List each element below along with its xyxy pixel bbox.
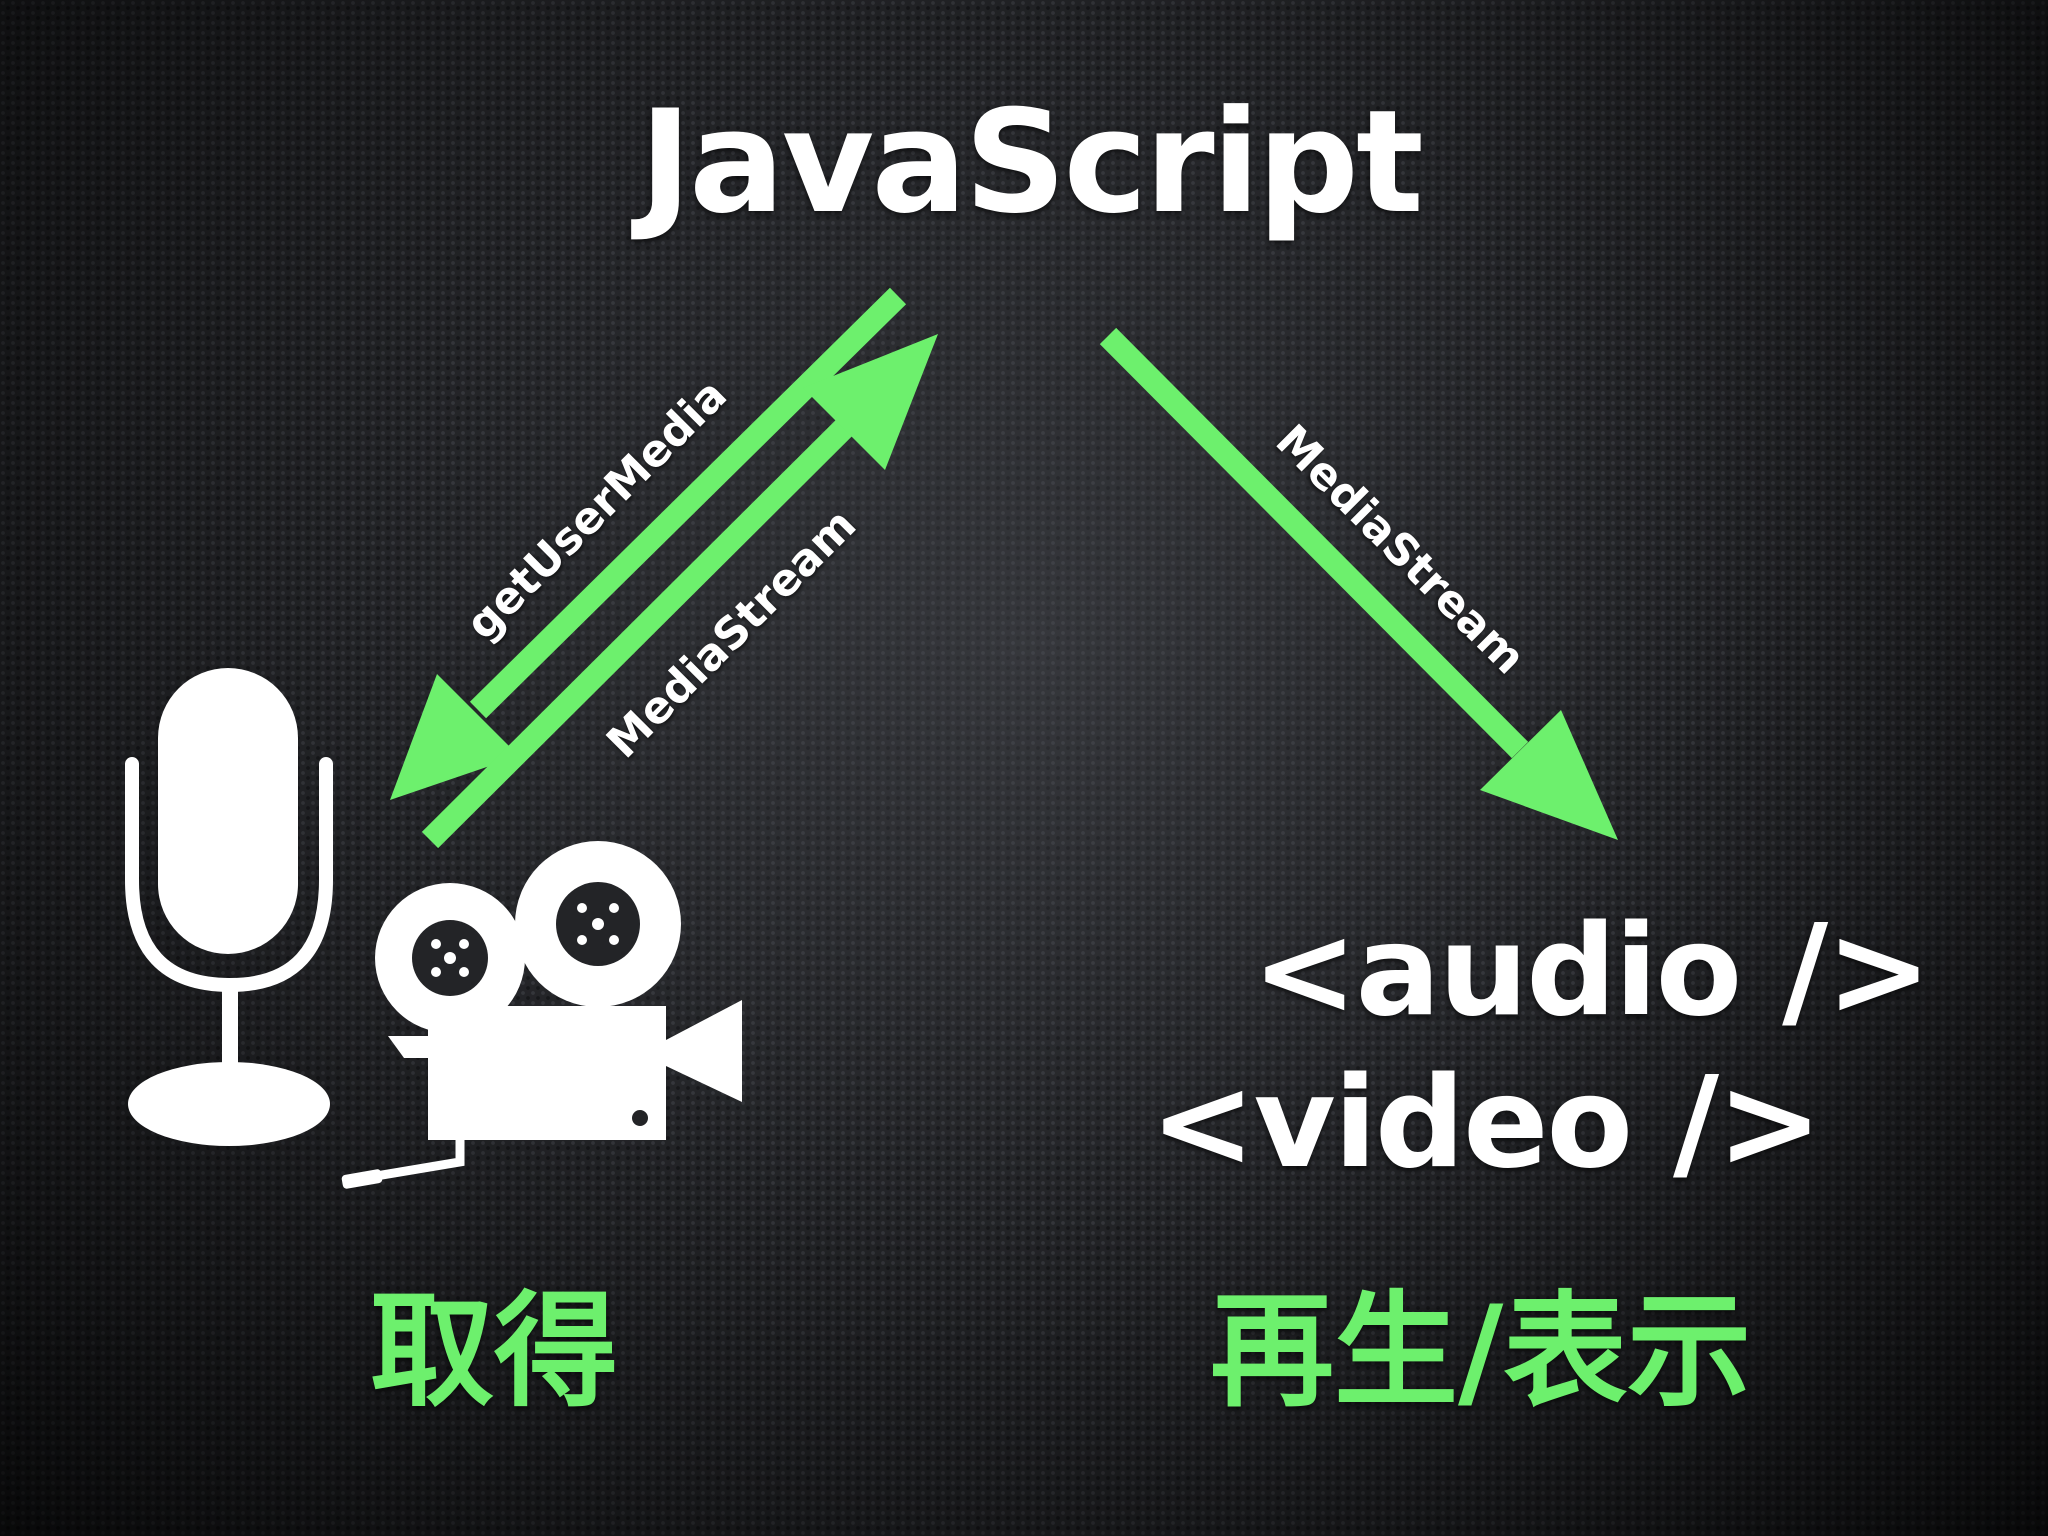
acquire-caption: 取得 [370, 1280, 619, 1424]
video-tag: <video /> [1150, 1049, 1823, 1196]
media-stream-up-arrow [421, 334, 938, 849]
javascript-title: JavaScript [639, 80, 1424, 245]
audio-tag: <audio /> [1252, 897, 1932, 1044]
get-user-media-arrow [390, 287, 907, 800]
playback-caption: 再生/表示 [1210, 1280, 1752, 1424]
media-stream-right-arrow [1099, 327, 1618, 840]
